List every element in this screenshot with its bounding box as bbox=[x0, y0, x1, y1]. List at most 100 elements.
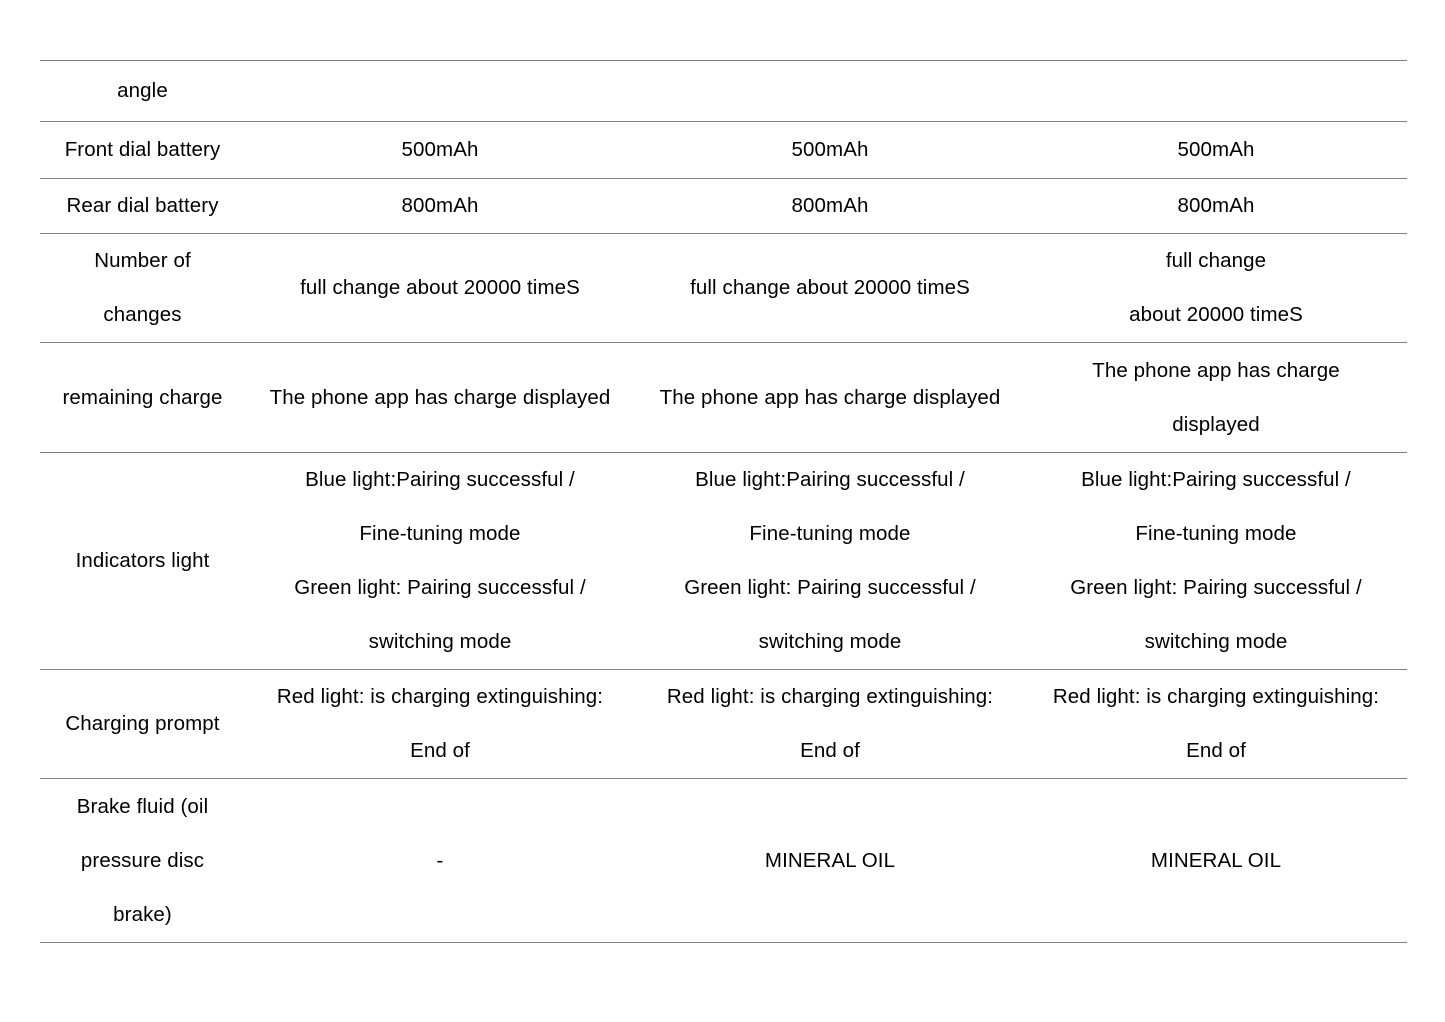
text-line: Green light: Pairing successful / bbox=[1070, 576, 1362, 599]
text-line: MINERAL OIL bbox=[1150, 848, 1282, 872]
text-line: The phone app has charge displayed bbox=[269, 385, 611, 409]
cell-lines: 500mAh bbox=[245, 123, 635, 177]
cell-number-of-changes-model-2: full change about 20000 timeS bbox=[635, 233, 1025, 343]
text-line: remaining charge bbox=[62, 385, 223, 409]
text-line: Red light: is charging extinguishing: bbox=[1052, 685, 1380, 708]
text-line: The phone app has charge bbox=[1092, 358, 1340, 382]
cell-lines: MINERAL OIL bbox=[1025, 834, 1407, 888]
text-line: about 20000 timeS bbox=[1129, 303, 1303, 326]
text-line: Red light: is charging extinguishing: bbox=[666, 685, 994, 708]
cell-angle-model-3 bbox=[1025, 60, 1407, 122]
cell-rear-dial-battery-model-1: 800mAh bbox=[245, 178, 635, 234]
row-label-indicators-light: Indicators light bbox=[40, 452, 245, 670]
text-line: 500mAh bbox=[401, 138, 479, 161]
text-line: 800mAh bbox=[791, 194, 869, 217]
cell-lines: Brake fluid (oil pressure disc brake) bbox=[40, 780, 245, 942]
text-line: changes bbox=[103, 303, 182, 326]
cell-lines: full change about 20000 timeS bbox=[1025, 234, 1407, 342]
cell-lines: Red light: is charging extinguishing: En… bbox=[245, 670, 635, 778]
text-line: End of bbox=[800, 739, 860, 762]
cell-lines: remaining charge bbox=[40, 371, 245, 425]
cell-lines: Red light: is charging extinguishing: En… bbox=[635, 670, 1025, 778]
row-label-brake-fluid: Brake fluid (oil pressure disc brake) bbox=[40, 778, 245, 943]
cell-lines: Blue light:Pairing successful / Fine-tun… bbox=[1025, 453, 1407, 669]
table-row: Brake fluid (oil pressure disc brake) - … bbox=[40, 778, 1407, 943]
specification-table: angle bbox=[40, 60, 1407, 943]
cell-angle-model-2 bbox=[635, 60, 1025, 122]
cell-lines: 500mAh bbox=[635, 123, 1025, 177]
text-line: full change about 20000 timeS bbox=[690, 276, 970, 299]
cell-lines: The phone app has charge displayed bbox=[635, 371, 1025, 425]
cell-lines: Red light: is charging extinguishing: En… bbox=[1025, 670, 1407, 778]
text-line: MINERAL OIL bbox=[764, 848, 896, 872]
text-line: Red light: is charging extinguishing: bbox=[276, 685, 604, 708]
cell-lines: full change about 20000 timeS bbox=[245, 261, 635, 315]
cell-lines: The phone app has charge displayed bbox=[245, 371, 635, 425]
table-row: Charging prompt Red light: is charging e… bbox=[40, 669, 1407, 779]
cell-charging-prompt-model-1: Red light: is charging extinguishing: En… bbox=[245, 669, 635, 779]
cell-number-of-changes-model-3: full change about 20000 timeS bbox=[1025, 233, 1407, 343]
cell-lines: 800mAh bbox=[635, 179, 1025, 233]
table-row: Front dial battery 500mAh 500mAh 500mAh bbox=[40, 121, 1407, 179]
text-line: 500mAh bbox=[1177, 138, 1255, 161]
cell-brake-fluid-model-2: MINERAL OIL bbox=[635, 778, 1025, 943]
table-row: Number of changes full change about 2000… bbox=[40, 233, 1407, 343]
cell-remaining-charge-model-1: The phone app has charge displayed bbox=[245, 342, 635, 453]
cell-lines: Rear dial battery bbox=[40, 179, 245, 233]
cell-rear-dial-battery-model-3: 800mAh bbox=[1025, 178, 1407, 234]
cell-brake-fluid-model-3: MINERAL OIL bbox=[1025, 778, 1407, 943]
cell-number-of-changes-model-1: full change about 20000 timeS bbox=[245, 233, 635, 343]
cell-lines: Front dial battery bbox=[40, 123, 245, 177]
cell-rear-dial-battery-model-2: 800mAh bbox=[635, 178, 1025, 234]
cell-indicators-light-model-1: Blue light:Pairing successful / Fine-tun… bbox=[245, 452, 635, 670]
text-line: Blue light:Pairing successful / bbox=[695, 468, 965, 491]
row-label-front-dial-battery: Front dial battery bbox=[40, 121, 245, 179]
text-line: End of bbox=[1186, 739, 1246, 762]
row-label-charging-prompt: Charging prompt bbox=[40, 669, 245, 779]
text-line: Green light: Pairing successful / bbox=[684, 576, 976, 599]
cell-lines: Charging prompt bbox=[40, 697, 245, 751]
cell-lines: MINERAL OIL bbox=[635, 834, 1025, 888]
text-line: - bbox=[436, 848, 444, 872]
cell-front-dial-battery-model-1: 500mAh bbox=[245, 121, 635, 179]
cell-lines: Number of changes bbox=[40, 234, 245, 342]
text-line: Charging prompt bbox=[65, 712, 220, 735]
text-line: Rear dial battery bbox=[66, 194, 219, 217]
cell-lines: The phone app has charge displayed bbox=[1025, 344, 1407, 452]
text-line: Front dial battery bbox=[64, 138, 221, 161]
cell-angle-model-1 bbox=[245, 60, 635, 122]
text-line: switching mode bbox=[758, 630, 902, 653]
cell-brake-fluid-model-1: - bbox=[245, 778, 635, 943]
cell-lines: Indicators light bbox=[40, 534, 245, 588]
text-line: Fine-tuning mode bbox=[359, 522, 521, 545]
text-line: Blue light:Pairing successful / bbox=[305, 468, 575, 491]
table-row: Indicators light Blue light:Pairing succ… bbox=[40, 452, 1407, 670]
text-line: 800mAh bbox=[1177, 194, 1255, 217]
row-label-number-of-changes: Number of changes bbox=[40, 233, 245, 343]
text-line: full change about 20000 timeS bbox=[300, 276, 580, 299]
text-line: 500mAh bbox=[791, 138, 869, 161]
row-label-rear-dial-battery: Rear dial battery bbox=[40, 178, 245, 234]
cell-front-dial-battery-model-2: 500mAh bbox=[635, 121, 1025, 179]
cell-lines: 800mAh bbox=[245, 179, 635, 233]
text-line: displayed bbox=[1172, 412, 1260, 436]
text-line: Blue light:Pairing successful / bbox=[1081, 468, 1351, 491]
table-row: Rear dial battery 800mAh 800mAh 800mAh bbox=[40, 178, 1407, 234]
cell-indicators-light-model-2: Blue light:Pairing successful / Fine-tun… bbox=[635, 452, 1025, 670]
text-line: 800mAh bbox=[401, 194, 479, 217]
cell-front-dial-battery-model-3: 500mAh bbox=[1025, 121, 1407, 179]
text-line: End of bbox=[410, 739, 470, 762]
cell-lines: angle bbox=[40, 64, 245, 118]
cell-lines: full change about 20000 timeS bbox=[635, 261, 1025, 315]
text-line: The phone app has charge displayed bbox=[659, 385, 1001, 409]
row-label-angle: angle bbox=[40, 60, 245, 122]
text-line: Indicators light bbox=[75, 549, 210, 572]
cell-lines: - bbox=[245, 834, 635, 888]
text-line: pressure disc bbox=[80, 848, 205, 872]
row-label-remaining-charge: remaining charge bbox=[40, 342, 245, 453]
text-line: Fine-tuning mode bbox=[1135, 522, 1297, 545]
cell-lines: Blue light:Pairing successful / Fine-tun… bbox=[245, 453, 635, 669]
cell-charging-prompt-model-2: Red light: is charging extinguishing: En… bbox=[635, 669, 1025, 779]
text-line: switching mode bbox=[368, 630, 512, 653]
